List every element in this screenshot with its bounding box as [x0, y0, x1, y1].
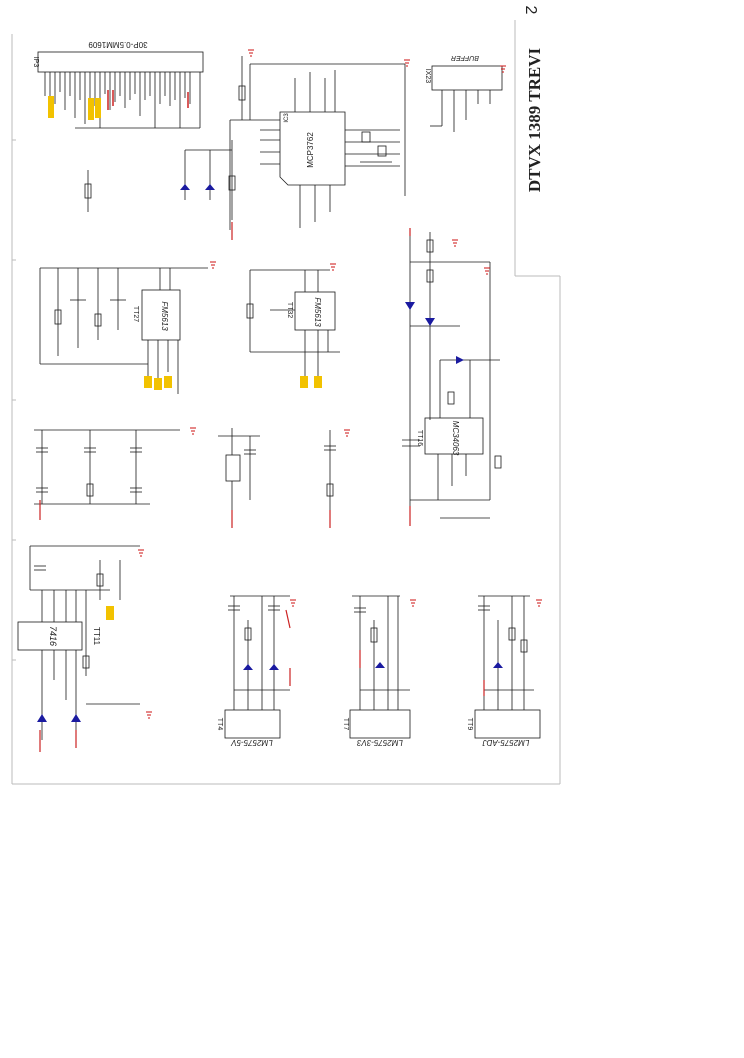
- ic-7416-tag: [106, 606, 114, 620]
- page-number: 2: [522, 6, 539, 15]
- red-net-labels: [39, 222, 485, 752]
- fm-ic-b-block: [246, 269, 340, 378]
- mc-ic-ref: TT16: [416, 430, 423, 446]
- mc-ic-diodes: [405, 302, 464, 364]
- fm-ic-a-ref: TT27: [132, 306, 139, 322]
- connector-block: [37, 51, 204, 129]
- reg-5v-block: [224, 595, 290, 739]
- ic-7416-diodes: [37, 714, 81, 722]
- mcp-ic-ref: IC3: [284, 113, 290, 123]
- mc-ic-block: [402, 232, 502, 519]
- connector-ref: IP3: [32, 57, 39, 68]
- reg-5v-ref: TT4: [216, 718, 223, 731]
- buffer-label: BUFFER: [451, 54, 479, 61]
- small-regulator: [218, 428, 336, 520]
- fm-ic-b-tags: [300, 376, 322, 388]
- connector-tags: [48, 90, 189, 120]
- buffer-ref: IX23: [424, 69, 431, 84]
- sheet-frame: [11, 20, 561, 785]
- fm-ic-a-tags: [144, 376, 172, 390]
- reg-adj-diode: [493, 662, 503, 668]
- reg-3v3-label: LM2575-3V3: [357, 738, 403, 747]
- connector-pins: [44, 72, 191, 128]
- reg-5v-diodes: [243, 664, 279, 670]
- diode-pair-top: [180, 184, 215, 190]
- reg-5v-label: LM2575-5V: [231, 738, 273, 747]
- reg-3v3-block: [349, 595, 411, 739]
- sheet-title: DTVX 1389 TREVI: [525, 48, 544, 193]
- reg-adj-block: [474, 595, 541, 739]
- fm-ic-a-label: FM5613: [160, 301, 169, 331]
- small-parts-top-left: [84, 140, 236, 220]
- ic-7416-block: [17, 545, 140, 740]
- ic-7416-label: 7416: [48, 626, 58, 646]
- mcp-ic-block: [229, 56, 406, 230]
- ground-symbols: [138, 49, 542, 719]
- buffer-block: [430, 65, 503, 132]
- reg-adj-label: LM2575-ADJ: [482, 738, 530, 747]
- mc-ic-label: MC34063: [451, 421, 460, 456]
- mcp-ic-label: MCP3762: [306, 132, 315, 168]
- fm-ic-b-ref: TT32: [286, 302, 293, 318]
- reg-3v3-ref: TT7: [342, 718, 349, 731]
- reg-3v3-diode: [375, 662, 385, 668]
- connector-label: 30P-0.5MM1609: [88, 40, 148, 49]
- fm-ic-b-label: FM5613: [313, 297, 322, 327]
- ic-7416-ref: TT11: [92, 627, 101, 646]
- reg-adj-ref: TT9: [466, 718, 473, 731]
- fm-ic-a-block: [39, 267, 208, 394]
- cap-bank: [34, 429, 180, 505]
